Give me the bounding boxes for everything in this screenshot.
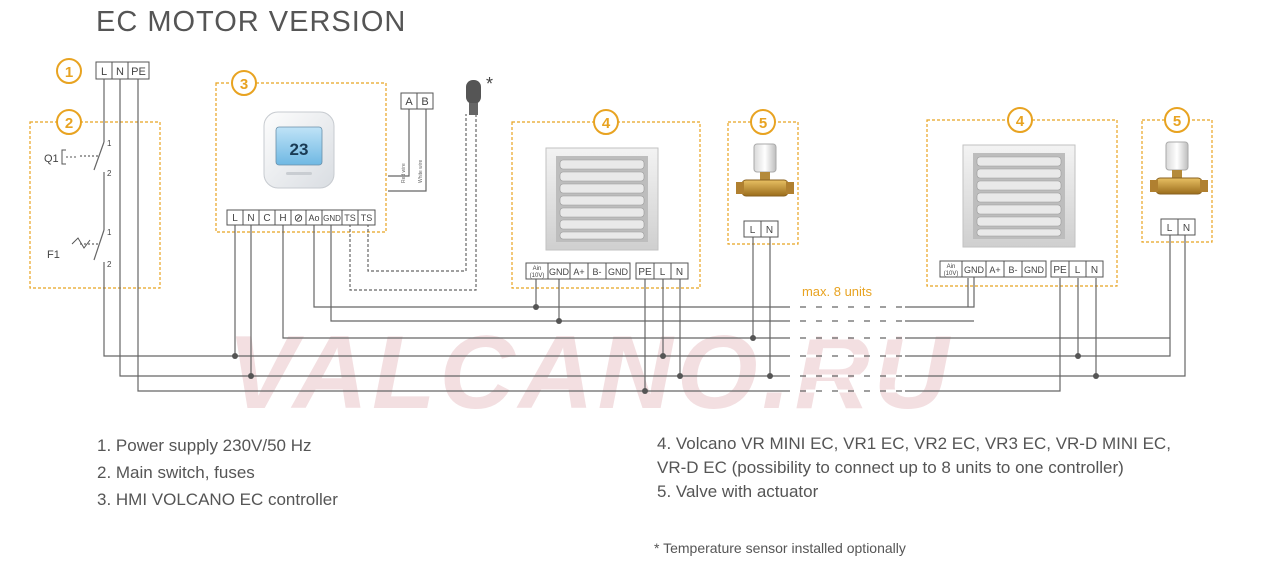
legend-item-2: 2. Main switch, fuses (97, 463, 255, 482)
valve-2-image (1150, 141, 1208, 195)
unit-2-terminal-b-minus: B- (1009, 265, 1018, 275)
marker-3: 3 (231, 70, 257, 96)
unit-1-terminal-ain-voltage: (10V) (530, 273, 545, 279)
white-wire-label: White wire (418, 159, 424, 183)
svg-text:4: 4 (602, 115, 611, 132)
controller-terminal-h: H (279, 213, 286, 224)
controller-terminal-ts-1: TS (344, 213, 356, 223)
controller-terminal-ts-2: TS (361, 213, 373, 223)
max-units-label: max. 8 units (802, 284, 873, 299)
unit-2-terminal-ain-voltage: (10V) (944, 271, 959, 277)
fuse-f1-symbol (71, 237, 91, 249)
sensor-asterisk: * (486, 74, 493, 94)
wiring (80, 79, 1186, 392)
controller-terminal-no-connect: ⊘ (294, 213, 303, 225)
temperature-sensor-image (466, 80, 481, 115)
unit-1-terminal-pe: PE (638, 267, 652, 278)
unit-1-terminal-a-plus: A+ (573, 267, 584, 277)
junction-dots (232, 304, 1099, 394)
controller-terminal-ao: Ao (308, 213, 319, 223)
marker-5-valve-1: 5 (750, 109, 776, 135)
heater-unit-2-image (962, 144, 1076, 248)
valve-2-terminals (1160, 218, 1196, 236)
valve-1-terminals (743, 220, 779, 238)
fuse-pin-1: 1 (107, 228, 112, 237)
svg-text:5: 5 (1173, 113, 1181, 130)
controller-terminal-gnd: GND (323, 214, 341, 223)
marker-2: 2 (56, 109, 82, 135)
svg-text:5: 5 (759, 115, 767, 132)
supply-terminal-pe: PE (131, 66, 146, 78)
marker-5-valve-2: 5 (1164, 107, 1190, 133)
controller-terminal-n: N (247, 213, 254, 224)
bus-terminal-a: A (405, 96, 413, 108)
legend-left: 1. Power supply 230V/50 Hz 2. Main switc… (97, 432, 338, 513)
unit-1-terminal-gnd-2: GND (608, 267, 629, 277)
switch-pin-2-top: 2 (107, 169, 112, 178)
heater-unit-1-image (545, 147, 659, 251)
legend-right: 4. Volcano VR MINI EC, VR1 EC, VR2 EC, V… (657, 432, 1171, 504)
controller-bus-terminal-block (400, 92, 434, 110)
svg-text:2: 2 (65, 115, 73, 132)
unit-2-terminal-gnd-1: GND (964, 265, 985, 275)
switch-q1-label: Q1 (44, 153, 59, 165)
unit-2-terminal-n: N (1091, 265, 1098, 276)
valve-2-terminal-l: L (1167, 223, 1173, 234)
unit-2-terminal-ain: Ain (947, 264, 956, 270)
valve-1-terminal-n: N (766, 225, 773, 236)
unit-1-terminal-n: N (676, 267, 683, 278)
controller-display-value: 23 (290, 140, 309, 159)
svg-text:3: 3 (240, 76, 248, 93)
legend-item-3: 3. HMI VOLCANO EC controller (97, 490, 338, 509)
valve-1-image (736, 143, 794, 197)
legend-item-1: 1. Power supply 230V/50 Hz (97, 436, 312, 455)
unit-1-terminal-b-minus: B- (593, 267, 602, 277)
unit-2-terminal-l: L (1075, 265, 1081, 276)
red-wire-label: Red wire (401, 163, 407, 183)
controller-device-image (263, 111, 335, 189)
fuse-pin-2: 2 (107, 260, 112, 269)
controller-terminal-strip (226, 209, 376, 226)
unit-2-signal-terminals (939, 260, 1047, 278)
controller-box (215, 82, 387, 233)
unit-1-terminal-gnd-1: GND (549, 267, 570, 277)
supply-terminal-l: L (101, 66, 107, 78)
watermark-text: VALCANO.RU (227, 315, 953, 431)
bus-terminal-b: B (421, 96, 428, 108)
unit-2-terminal-gnd-2: GND (1024, 265, 1045, 275)
marker-4-unit-1: 4 (593, 109, 619, 135)
supply-terminal-n: N (116, 66, 124, 78)
controller-terminal-l: L (232, 213, 238, 224)
unit-1-signal-terminals (525, 262, 631, 280)
valve-1-terminal-l: L (750, 225, 756, 236)
unit-2-terminal-a-plus: A+ (989, 265, 1000, 275)
footnote: * Temperature sensor installed optionall… (654, 540, 906, 556)
unit-box-1 (511, 121, 701, 289)
supply-terminal-block (95, 61, 150, 80)
legend-item-5: 5. Valve with actuator (657, 482, 819, 501)
main-switch-box (29, 121, 161, 289)
unit-2-power-terminals (1050, 260, 1104, 278)
fuse-f1-label: F1 (47, 249, 60, 261)
unit-2-terminal-pe: PE (1053, 265, 1067, 276)
max-units-dash-lines (790, 305, 905, 393)
legend-item-4-line-1: 4. Volcano VR MINI EC, VR1 EC, VR2 EC, V… (657, 434, 1171, 453)
switch-q1-symbol (61, 149, 78, 165)
controller-terminal-c: C (263, 213, 270, 224)
svg-text:1: 1 (65, 64, 73, 81)
unit-1-terminal-l: L (660, 267, 666, 278)
marker-4-unit-2: 4 (1007, 107, 1033, 133)
valve-2-terminal-n: N (1183, 223, 1190, 234)
legend-item-4-line-2: VR-D EC (possibility to connect up to 8 … (657, 458, 1124, 477)
marker-1: 1 (56, 58, 82, 84)
page-title: EC MOTOR VERSION (96, 6, 407, 38)
unit-1-terminal-ain: Ain (533, 266, 542, 272)
svg-text:4: 4 (1016, 113, 1025, 130)
switch-pin-1-top: 1 (107, 139, 112, 148)
unit-1-power-terminals (635, 262, 689, 280)
